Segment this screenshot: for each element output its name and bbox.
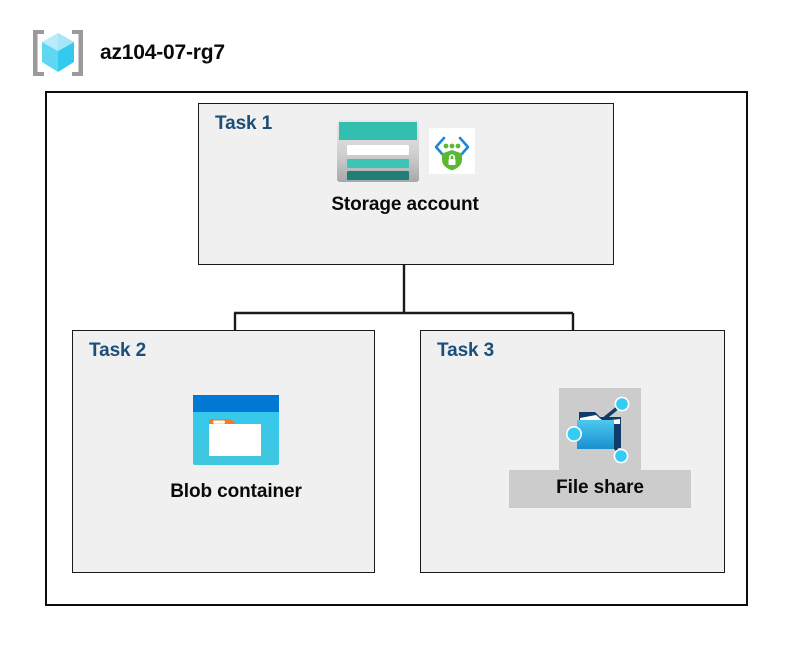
storage-account-node: Storage account xyxy=(290,118,520,216)
resource-group-cube-icon xyxy=(30,27,86,79)
file-share-folder-icon xyxy=(563,392,637,466)
blob-container-caption: Blob container xyxy=(170,481,302,502)
file-share-icon-plate xyxy=(559,388,641,470)
file-share-node: File share xyxy=(509,388,691,508)
task-2-label: Task 2 xyxy=(89,340,147,361)
storage-account-icon-row xyxy=(335,118,475,184)
resource-group-header: az104-07-rg7 xyxy=(30,27,225,79)
task-3-label: Task 3 xyxy=(437,340,495,361)
resource-group-name: az104-07-rg7 xyxy=(100,41,225,64)
task-1-box: Task 1 xyxy=(198,103,614,265)
storage-account-caption: Storage account xyxy=(331,194,479,215)
file-share-label-plate: File share xyxy=(509,470,691,508)
blob-container-node: Blob container xyxy=(151,393,321,503)
task-1-label: Task 1 xyxy=(215,113,273,134)
storage-account-icon xyxy=(335,118,421,184)
blob-container-icon xyxy=(191,393,281,481)
secure-endpoint-shield-icon xyxy=(429,128,475,174)
file-share-caption: File share xyxy=(556,477,644,498)
